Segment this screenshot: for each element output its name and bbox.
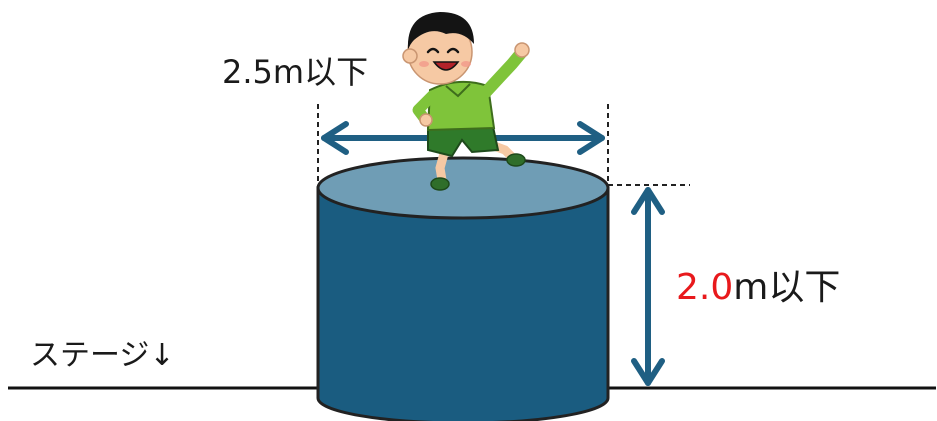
height-arrow (631, 187, 665, 386)
width-label: 2.5m以下 (222, 53, 369, 91)
stage-label: ステージ↓ (30, 338, 175, 373)
cylinder-top (316, 156, 610, 220)
jumping-boy-icon (402, 12, 530, 191)
height-label: 2.0m以下 (676, 270, 840, 306)
height-unit: m以下 (733, 267, 841, 308)
cylinder (316, 156, 610, 421)
height-number: 2.0 (676, 267, 734, 308)
cylinder-body (316, 186, 610, 421)
